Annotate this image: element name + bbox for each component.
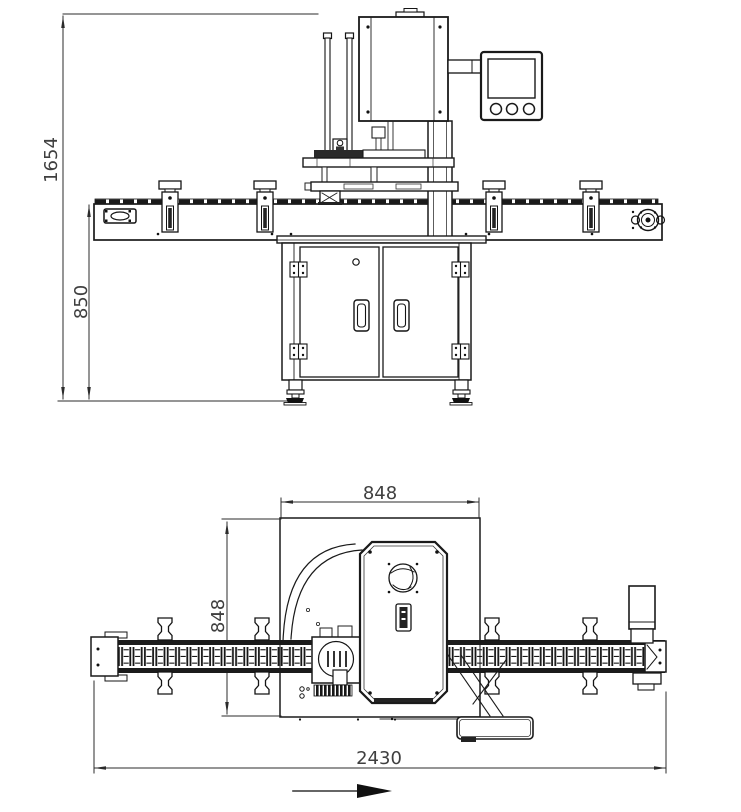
hinges [289, 261, 470, 360]
door-vent-hole [352, 258, 360, 266]
guide-arc [282, 543, 356, 643]
drive-motor-plan [628, 585, 662, 691]
dim-label-848-width: 848 [363, 483, 397, 504]
drip-tray [456, 716, 534, 742]
dim-label-848-depth: 848 [208, 599, 229, 633]
panel-button [489, 102, 503, 116]
machine-head [302, 8, 544, 241]
cabinet [276, 235, 487, 406]
support-legs [447, 654, 507, 717]
beam-bolt-dots [156, 210, 635, 236]
flow-direction-arrow-icon [292, 784, 392, 798]
dimension-overall-height [61, 13, 319, 400]
infeed-assembly [282, 543, 363, 699]
guide-post [158, 180, 182, 233]
drive-flange [630, 208, 666, 232]
dim-label-1654: 1654 [41, 137, 62, 183]
leveling-foot-left [283, 379, 307, 406]
panel-arm [447, 59, 483, 74]
butterfly-clamp [484, 617, 500, 641]
control-panel [479, 50, 544, 122]
dim-label-850: 850 [71, 285, 92, 319]
leveling-foot-right [449, 379, 473, 406]
plan-view: 848 848 [90, 483, 667, 798]
door-handle-right [393, 299, 410, 332]
guide-rail-posts [158, 180, 603, 233]
butterfly-clamp [157, 617, 173, 641]
spindle [371, 120, 394, 152]
front-elevation-view: 1654 850 [41, 8, 666, 406]
drive-comb [313, 684, 353, 697]
dimension-table-depth [221, 518, 282, 717]
capping-head [318, 190, 342, 205]
guide-post [579, 180, 603, 233]
dimension-overall-length [93, 680, 667, 774]
guide-post [253, 180, 277, 233]
dim-label-2430: 2430 [356, 748, 402, 769]
dimension-conveyor-height [57, 204, 294, 402]
conveyor-end-left [90, 631, 128, 682]
conveyor-beam [93, 203, 663, 241]
guide-arc [290, 549, 363, 640]
conveyor-motor-plate [103, 208, 137, 224]
butterfly-clamp [582, 617, 598, 641]
fan-cover [387, 562, 419, 594]
capper-bracket-plates [302, 138, 459, 192]
guide-post [482, 180, 506, 233]
dimension-table-width [280, 497, 480, 518]
machine-housing-plan [358, 540, 449, 705]
panel-button [522, 102, 536, 116]
guide-rods [322, 32, 355, 153]
butterfly-clamp [254, 617, 270, 641]
butterfly-clamp [254, 671, 270, 695]
conveyor-end-right [644, 640, 667, 673]
head-box [358, 8, 449, 122]
butterfly-clamp [582, 671, 598, 695]
panel-button [505, 102, 519, 116]
housing-bottom-seal [374, 698, 433, 702]
nameplate-slot [395, 603, 412, 632]
butterfly-clamp [484, 671, 500, 695]
hmi-screen [487, 58, 536, 99]
support-column [427, 120, 453, 241]
conveyor-front [93, 198, 666, 241]
butterfly-clamp [157, 671, 173, 695]
door-handle-left [353, 299, 370, 332]
table-top [276, 235, 487, 244]
